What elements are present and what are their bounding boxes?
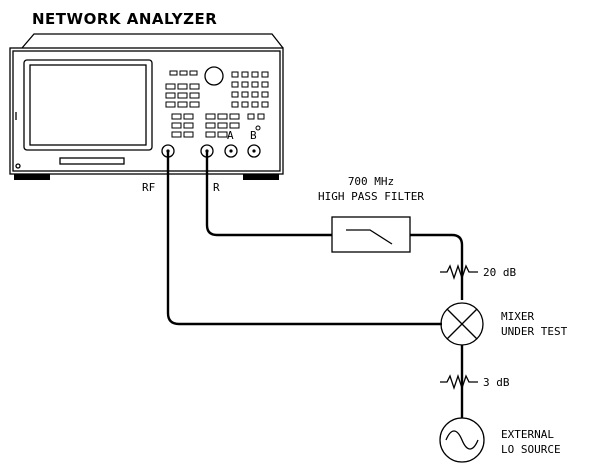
lo-source-symbol bbox=[439, 417, 485, 463]
mixer-label-line2: UNDER TEST bbox=[501, 325, 568, 338]
cable-rf-to-mixer bbox=[166, 151, 442, 326]
analyzer-foot-right bbox=[243, 174, 279, 180]
display-screen bbox=[23, 59, 153, 151]
port-rf-label: RF bbox=[142, 181, 155, 194]
port-b-connector bbox=[247, 144, 261, 158]
disk-slot bbox=[59, 157, 125, 165]
mixer-symbol bbox=[440, 302, 484, 346]
rotary-knob bbox=[204, 66, 224, 86]
analyzer-foot-left bbox=[14, 174, 50, 180]
attenuator-3db-label: 3 dB bbox=[483, 376, 510, 389]
port-r-label: R bbox=[213, 181, 220, 194]
power-indicator bbox=[15, 163, 21, 169]
analyzer-body bbox=[9, 47, 284, 175]
filter-frequency-label: 700 MHz bbox=[348, 175, 394, 188]
lo-source-label-line2: LO SOURCE bbox=[501, 443, 561, 456]
high-pass-filter bbox=[331, 216, 411, 253]
network-analyzer-title: NETWORK ANALYZER bbox=[32, 10, 217, 28]
lo-source-label-line1: EXTERNAL bbox=[501, 428, 554, 441]
attenuator-3db bbox=[440, 373, 478, 391]
cable-filter-to-mixer bbox=[410, 233, 464, 300]
analyzer-top-bezel bbox=[21, 33, 284, 49]
cable-r-to-filter bbox=[205, 151, 332, 237]
attenuator-20db-label: 20 dB bbox=[483, 266, 516, 279]
front-panel-keys bbox=[165, 70, 269, 138]
port-b-label: B bbox=[250, 129, 257, 142]
port-a-label: A bbox=[227, 129, 234, 142]
attenuator-20db bbox=[440, 263, 478, 281]
mixer-label-line1: MIXER bbox=[501, 310, 534, 323]
filter-type-label: HIGH PASS FILTER bbox=[318, 190, 424, 203]
port-a-connector bbox=[224, 144, 238, 158]
network-analyzer: A B bbox=[9, 33, 284, 180]
